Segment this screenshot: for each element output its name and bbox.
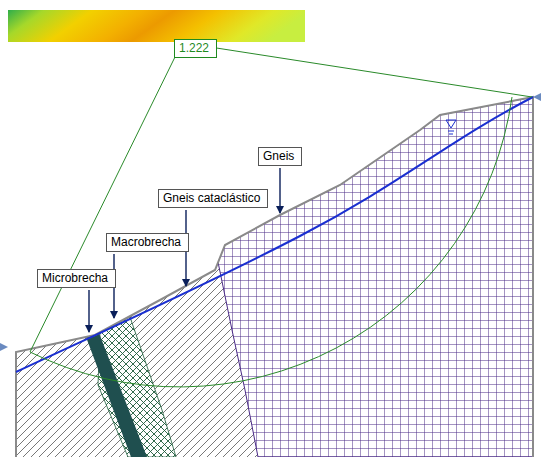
material-label: Macrobrecha xyxy=(106,233,189,252)
radius-line xyxy=(30,47,532,352)
water-table-symbol xyxy=(446,120,456,128)
gneiss-zone xyxy=(218,97,533,457)
boundary-marker xyxy=(0,93,541,351)
leader-arrows xyxy=(89,168,280,332)
material-label: Microbrecha xyxy=(37,269,116,288)
safety-factor-box: 1.222 xyxy=(174,39,217,58)
cataclastic-gneiss-zone xyxy=(16,90,536,457)
slope-boundary xyxy=(16,97,533,457)
color-bar xyxy=(8,10,305,42)
label-text: Gneis xyxy=(263,149,294,163)
water-table-symbol xyxy=(448,131,454,134)
label-text: 1.222 xyxy=(179,41,209,55)
label-text: Gneis cataclástico xyxy=(163,191,260,205)
label-text: Microbrecha xyxy=(42,271,108,285)
label-text: Macrobrecha xyxy=(111,235,181,249)
material-label: Gneis xyxy=(258,147,302,166)
slip-circle xyxy=(30,97,512,387)
material-label: Gneis cataclástico xyxy=(158,189,268,208)
water-table xyxy=(16,97,533,372)
microbreccia-band xyxy=(86,333,147,457)
